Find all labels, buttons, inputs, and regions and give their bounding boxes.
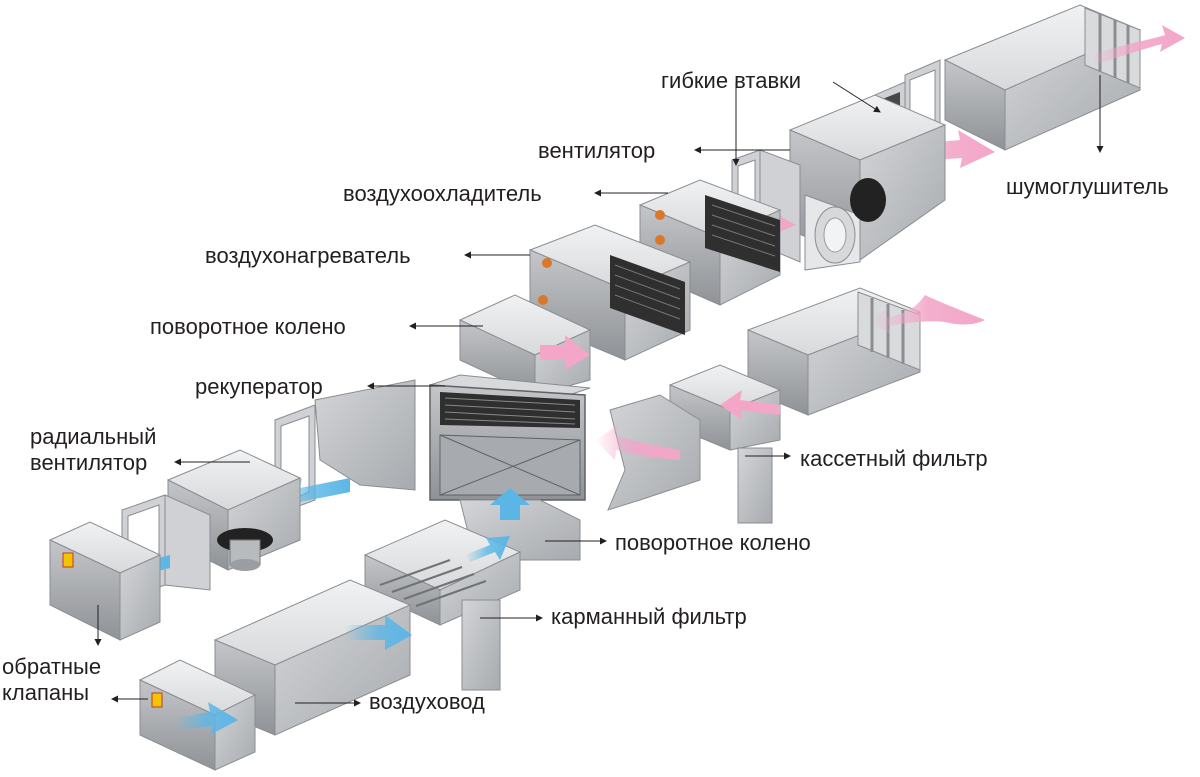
label-radial-fan-line1: радиальный xyxy=(30,424,157,449)
label-pocket-filter: карманный фильтр xyxy=(551,604,747,629)
label-check-valves: обратные клапаны xyxy=(2,654,101,706)
label-check-valves-line1: обратные xyxy=(2,654,102,679)
label-radial-fan: радиальный вентилятор xyxy=(30,424,156,476)
supply-air-arrow-elbow xyxy=(540,335,590,370)
exhaust-air-arrow-up xyxy=(490,488,530,520)
label-elbow-bottom: поворотное колено xyxy=(615,530,811,555)
supply-air-arrow-right-elbow xyxy=(595,425,680,460)
check-valve-upper xyxy=(48,521,162,641)
label-elbow-top: поворотное колено xyxy=(150,314,346,339)
supply-air-arrow-inlet xyxy=(870,295,985,334)
fan-unit xyxy=(788,94,947,271)
label-flex-inserts: гибкие втавки xyxy=(661,68,802,93)
leader-lines xyxy=(94,75,1104,707)
label-duct: воздуховод xyxy=(369,689,485,714)
left-elbow-unit xyxy=(314,379,416,491)
air-cooler-unit xyxy=(638,179,782,306)
label-recuperator: рекуператор xyxy=(195,374,323,399)
pocket-filter-unit xyxy=(363,519,522,691)
exhaust-air-arrow-pocket xyxy=(465,536,510,562)
recuperator-unit xyxy=(429,374,591,501)
label-air-heater: воздухонагреватель xyxy=(205,243,411,268)
label-check-valves-line2: клапаны xyxy=(2,680,90,705)
silencer-unit xyxy=(943,4,1142,151)
supply-air-arrow-cassette xyxy=(720,390,780,420)
cassette-filter-unit xyxy=(668,364,782,524)
air-heater-unit xyxy=(528,224,692,361)
supply-air-arrow-outlet xyxy=(1090,25,1185,65)
label-fan: вентилятор xyxy=(538,138,656,163)
label-radial-fan-line2: вентилятор xyxy=(30,450,148,475)
inlet-duct-unit xyxy=(746,287,922,416)
label-cassette-filter: кассетный фильтр xyxy=(800,446,988,471)
label-air-cooler: воздухоохладитель xyxy=(343,181,542,206)
elbow-top-unit xyxy=(458,294,592,396)
label-silencer: шумоглушитель xyxy=(1006,174,1169,199)
exhaust-air-arrow-duct xyxy=(345,615,412,650)
exhaust-air-arrow-valve xyxy=(175,702,238,735)
